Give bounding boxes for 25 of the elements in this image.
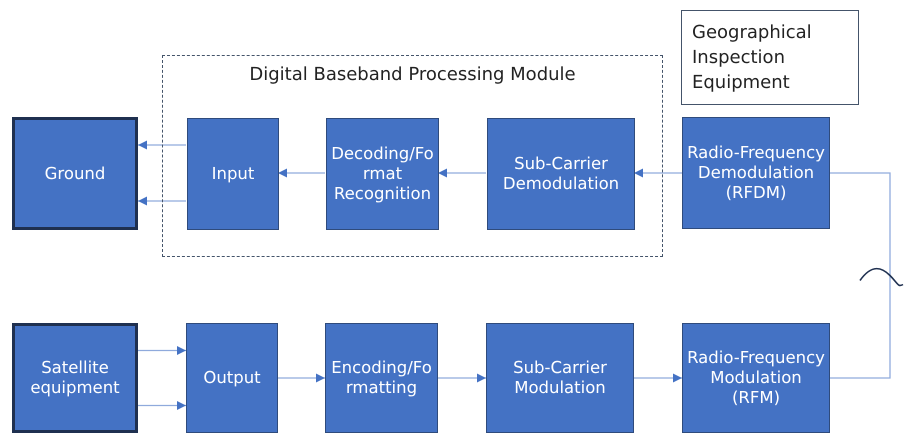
arrow <box>138 196 186 206</box>
process-box: Radio-Frequency Modulation (RFM) <box>682 323 830 433</box>
process-box: Encoding/Formatting <box>325 323 438 433</box>
module-frame <box>162 55 663 257</box>
process-box: Ground <box>12 117 138 230</box>
arrow <box>438 168 486 178</box>
process-box: Radio-Frequency Demodulation (RFDM) <box>682 117 830 229</box>
module-title: Digital Baseband Processing Module <box>249 64 576 85</box>
arrow <box>138 346 186 355</box>
process-box: Output <box>186 323 278 433</box>
process-box: Decoding/Format Recognition <box>326 118 439 230</box>
process-box: Satellite equipment <box>12 323 138 433</box>
arrow <box>138 401 186 410</box>
process-box: Sub-Carrier Modulation <box>486 323 634 433</box>
arrow <box>278 374 325 382</box>
note-box <box>681 10 859 105</box>
arrow <box>438 374 486 382</box>
arrow <box>634 168 682 178</box>
arrow <box>278 168 325 178</box>
note-text: Geographical Inspection Equipment <box>692 20 813 96</box>
process-box: Sub-Carrier Demodulation <box>487 118 635 230</box>
arrow <box>634 374 682 382</box>
connector-line <box>830 172 891 379</box>
arrow <box>138 140 186 150</box>
process-box: Input <box>187 118 279 230</box>
